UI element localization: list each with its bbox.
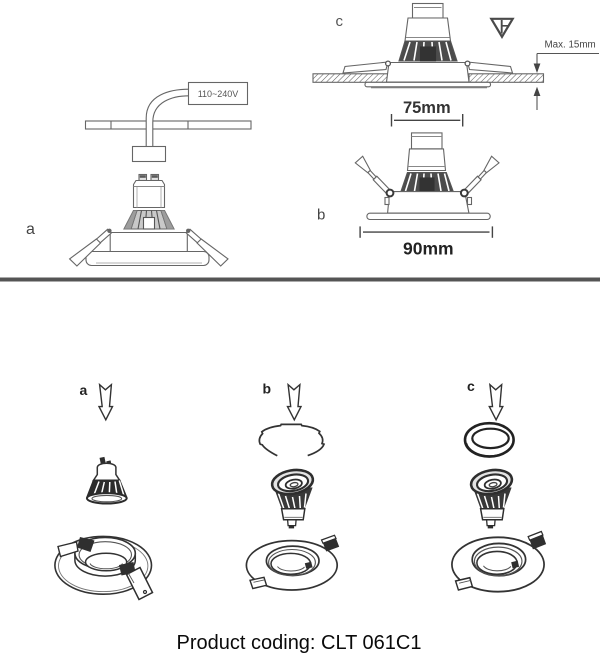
svg-text:Product coding: CLT 061C1: Product coding: CLT 061C1 <box>177 632 422 654</box>
svg-text:110~240V: 110~240V <box>198 89 239 99</box>
svg-text:c: c <box>467 378 475 394</box>
svg-text:b: b <box>317 207 325 224</box>
svg-text:c: c <box>336 13 344 30</box>
svg-text:b: b <box>263 381 272 397</box>
svg-text:Max. 15mm: Max. 15mm <box>545 40 596 51</box>
svg-text:75mm: 75mm <box>403 99 451 117</box>
svg-text:a: a <box>26 221 35 238</box>
svg-text:a: a <box>80 382 88 398</box>
svg-text:90mm: 90mm <box>403 239 454 259</box>
